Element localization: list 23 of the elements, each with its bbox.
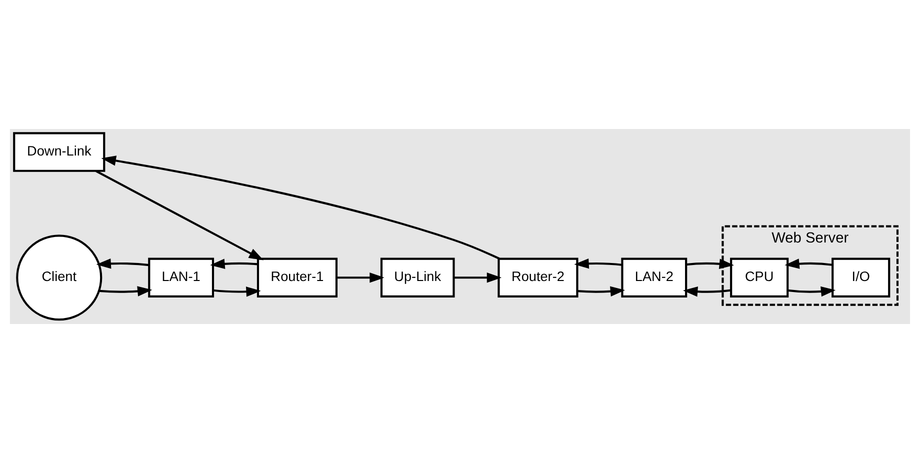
- arrow: [682, 286, 732, 296]
- arrow: [784, 258, 833, 268]
- arrow: [336, 272, 384, 282]
- arrow: [577, 286, 626, 296]
- arrow: [788, 286, 836, 296]
- arrow: [99, 286, 152, 296]
- arrow: [686, 258, 734, 268]
- node-circle: Client: [16, 234, 102, 320]
- node-box: Down-Link: [13, 132, 106, 172]
- arrow: [574, 258, 622, 268]
- arrow: [96, 170, 264, 260]
- node-box: Router-2: [498, 257, 578, 298]
- arrow: [213, 286, 261, 296]
- node-box: CPU: [730, 257, 789, 298]
- arrow: [101, 155, 500, 260]
- arrow: [210, 258, 258, 269]
- arrow: [454, 272, 502, 282]
- node-box: Router-1: [256, 257, 338, 298]
- node-box: LAN-1: [148, 257, 214, 298]
- node-box: I/O: [832, 257, 890, 298]
- arrow: [96, 258, 150, 268]
- node-box: LAN-2: [621, 257, 688, 298]
- node-box: Up-Link: [380, 257, 455, 298]
